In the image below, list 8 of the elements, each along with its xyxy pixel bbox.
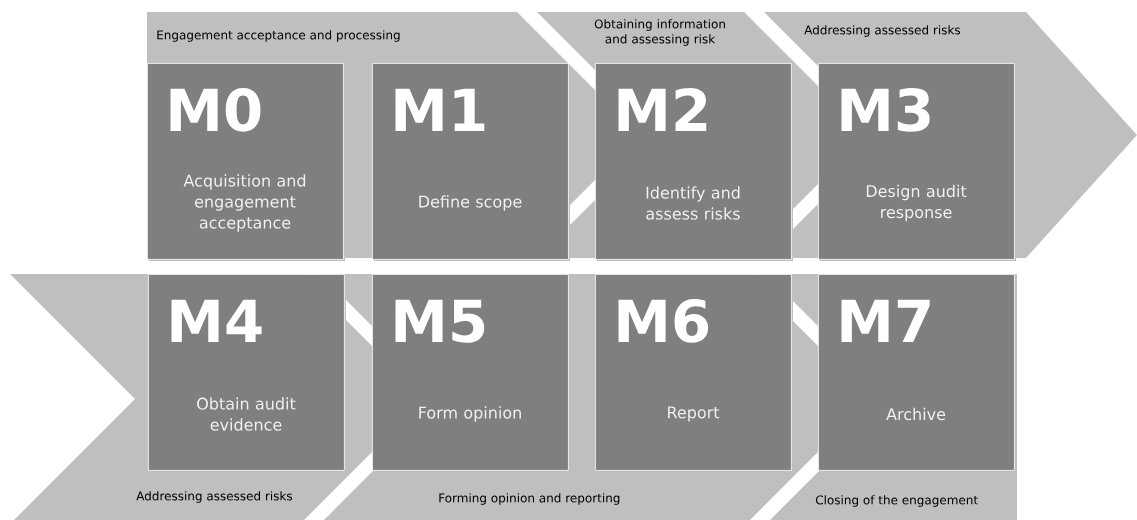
step-box: M2 Identify and assess risks <box>595 63 793 261</box>
step-box: M0 Acquisition and engagement acceptance <box>147 63 345 261</box>
step-box: M7 Archive <box>818 274 1016 472</box>
step-box: M4 Obtain audit evidence <box>148 274 346 472</box>
step-box: M3 Design audit response <box>818 63 1016 261</box>
step-box: M6 Report <box>595 274 793 472</box>
step-box: M1 Define scope <box>372 63 570 261</box>
step-box: M5 Form opinion <box>372 274 570 472</box>
